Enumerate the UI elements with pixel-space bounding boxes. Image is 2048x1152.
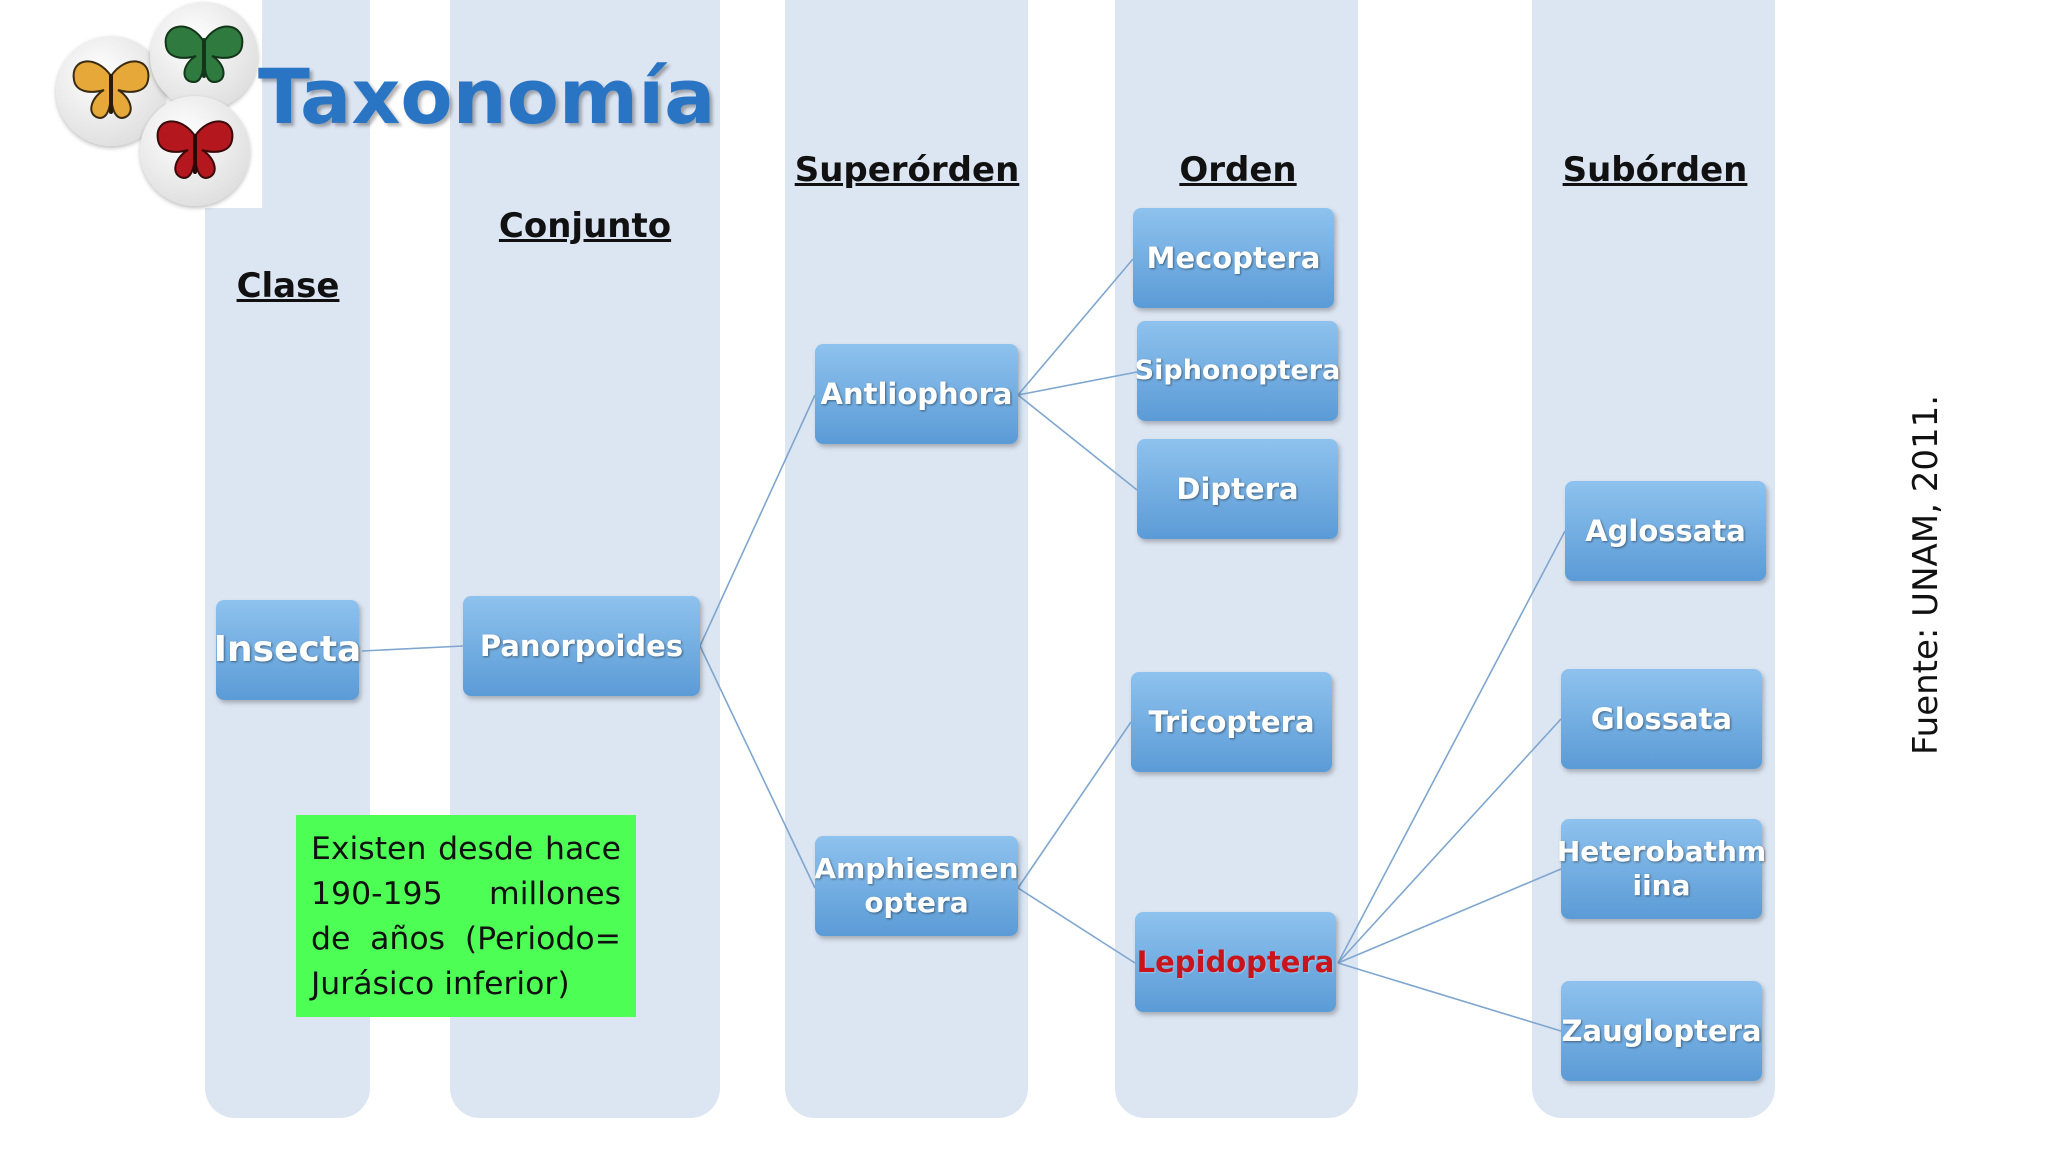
edge-lepidoptera-glossata	[1337, 718, 1562, 964]
column-header-orden: Orden	[1179, 150, 1297, 190]
node-siphonoptera[interactable]: Siphonoptera	[1135, 321, 1340, 421]
page-title: Taxonomía	[258, 52, 716, 141]
note-box: Existen desde hace 190-195 millones de a…	[296, 815, 636, 1017]
edge-lepidoptera-heterobathmiina	[1337, 868, 1562, 964]
edge-antliophora-mecoptera	[1017, 258, 1134, 396]
node-antliophora[interactable]: Antliophora	[815, 344, 1018, 444]
node-aglossata[interactable]: Aglossata	[1565, 481, 1766, 581]
node-tricoptera[interactable]: Tricoptera	[1131, 672, 1332, 772]
edge-insecta-panorpoides	[361, 645, 464, 652]
source-citation: Fuente: UNAM, 2011.	[1906, 394, 1946, 756]
node-insecta[interactable]: Insecta	[214, 600, 361, 700]
node-glossata[interactable]: Glossata	[1561, 669, 1762, 769]
column-header-superorden: Superórden	[794, 150, 1020, 190]
edge-lepidoptera-zeugloptera	[1337, 962, 1562, 1032]
node-amphiesmenoptera[interactable]: Amphiesmen optera	[814, 836, 1019, 936]
column-header-clase: Clase	[236, 266, 340, 306]
column-header-conjunto: Conjunto	[498, 206, 672, 246]
edge-panorpoides-amphiesmenoptera	[699, 645, 816, 889]
node-heterobathmiina[interactable]: Heterobathm iina	[1557, 819, 1766, 919]
node-panorpoides[interactable]: Panorpoides	[463, 596, 700, 696]
edge-panorpoides-antliophora	[699, 394, 816, 647]
edge-amphiesmenoptera-tricoptera	[1017, 721, 1132, 889]
butterfly-red-icon	[140, 96, 250, 206]
node-diptera[interactable]: Diptera	[1137, 439, 1338, 539]
node-lepidoptera[interactable]: Lepidoptera	[1135, 912, 1336, 1012]
node-zeugloptera[interactable]: Zaugloptera	[1561, 981, 1762, 1081]
edge-lepidoptera-aglossata	[1337, 530, 1566, 964]
edge-antliophora-diptera	[1017, 394, 1138, 491]
edge-amphiesmenoptera-lepidoptera	[1017, 887, 1136, 964]
butterfly-green-icon	[150, 2, 258, 110]
node-mecoptera[interactable]: Mecoptera	[1133, 208, 1334, 308]
column-header-suborden: Subórden	[1562, 150, 1748, 190]
edge-antliophora-siphonoptera	[1017, 371, 1138, 396]
